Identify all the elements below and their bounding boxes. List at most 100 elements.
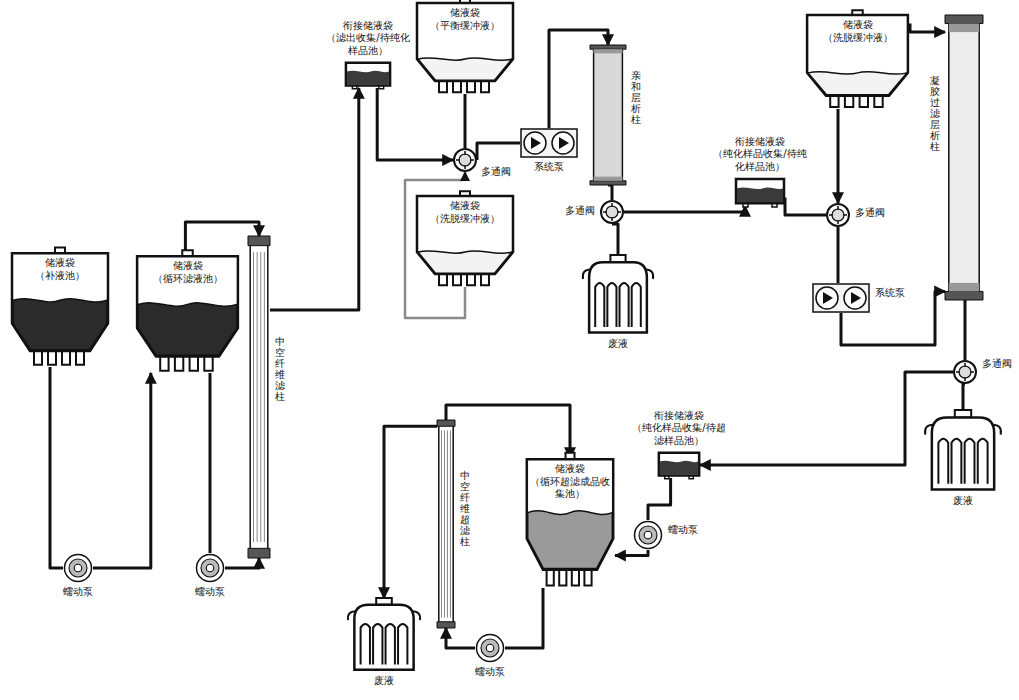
label-box: 储液袋（洗脱缓冲液） <box>805 14 910 44</box>
col-node: 中空纤维超滤柱 <box>437 420 455 628</box>
valve-node: 多通阀 <box>453 148 477 172</box>
label-box: 储液袋（平衡缓冲液） <box>415 2 515 32</box>
node-label: （平衡缓冲液） <box>419 20 511 33</box>
node-label: 衔接储液袋 <box>629 410 729 423</box>
node-label: （循环超滤成品收集池） <box>529 476 611 501</box>
node-label: 蠕动泵 <box>63 586 93 599</box>
waste-node: 废液 <box>922 410 1004 492</box>
label-box: 亲和层析柱 <box>631 70 641 125</box>
label-box: 凝胶过滤层析柱 <box>930 75 940 152</box>
label-box: 中空纤维超滤柱 <box>460 470 470 547</box>
valve-node: 多通阀 <box>600 200 624 224</box>
sbag-outline <box>735 178 785 206</box>
node-label: 蠕动泵 <box>195 586 225 599</box>
flow-line <box>910 24 945 33</box>
sbag-node: 衔接储液袋（滤出收集/待纯化样品池） <box>345 62 391 88</box>
node-label: 储液袋 <box>529 463 611 476</box>
waste-outline <box>345 598 423 672</box>
valve-node: 多通阀 <box>826 203 850 227</box>
valve-outline <box>953 360 977 384</box>
waste-node: 废液 <box>345 598 423 672</box>
bag-node: 储液袋（洗脱缓冲液） <box>415 195 515 287</box>
label-box: 储液袋（洗脱缓冲液） <box>415 195 515 225</box>
flow-line <box>837 109 840 203</box>
node-label: 多通阀 <box>982 358 1012 371</box>
label-box: 衔接储液袋（滤出收集/待纯化样品池） <box>325 20 411 58</box>
bag-node: 储液袋（循环超滤成品收集池） <box>525 458 615 588</box>
flow-line <box>377 88 453 160</box>
flow-line <box>615 550 648 556</box>
node-label: 系统泵 <box>875 287 905 300</box>
col-node: 凝胶过滤层析柱 <box>945 15 983 300</box>
flow-line <box>446 405 570 458</box>
node-label: （循环滤液池） <box>139 273 236 286</box>
label-box: 储液袋（补液池） <box>10 252 110 282</box>
flow-line <box>700 372 953 465</box>
bag-node: 储液袋（洗脱缓冲液） <box>805 14 910 109</box>
flow-line <box>963 384 965 410</box>
node-label: 中空纤维超滤柱 <box>460 470 470 547</box>
flow-line <box>612 224 618 255</box>
flow-line <box>446 628 475 648</box>
node-label: 储液袋 <box>139 260 236 273</box>
label-box: 蠕动泵 <box>62 586 94 599</box>
pump-outline <box>63 553 93 583</box>
node-label: 储液袋 <box>419 200 511 213</box>
pump-node: 蠕动泵 <box>633 520 663 550</box>
bag-outline <box>10 252 110 367</box>
node-label: 蠕动泵 <box>668 524 698 537</box>
flow-line <box>464 94 467 148</box>
node-label: 蠕动泵 <box>475 666 505 679</box>
label-box: 多通阀 <box>981 358 1013 371</box>
waste-node: 废液 <box>580 255 656 335</box>
label-box: 多通阀 <box>854 207 886 220</box>
valve-outline <box>600 200 624 224</box>
label-box: 废液 <box>952 495 974 508</box>
flow-line <box>50 367 63 568</box>
label-box: 衔接储液袋（纯化样品收集/待超滤样品池） <box>629 410 729 448</box>
label-box: 中空纤维滤柱 <box>275 336 285 402</box>
node-label: 凝胶过滤层析柱 <box>930 75 940 152</box>
node-label: 储液袋 <box>419 7 511 20</box>
flow-line <box>209 373 212 553</box>
label-box: 衔接储液袋（纯化样品收集/待纯化样品池） <box>710 136 810 174</box>
label-box: 储液袋（循环超滤成品收集池） <box>525 458 615 501</box>
valve-outline <box>453 148 477 172</box>
node-label: 废液 <box>608 338 628 351</box>
valve-node: 多通阀 <box>953 360 977 384</box>
flow-line <box>964 300 965 360</box>
flow-line <box>624 206 745 212</box>
col-node: 亲和层析柱 <box>590 45 626 185</box>
sbag-outline <box>658 452 700 478</box>
col-outline <box>248 236 270 558</box>
node-label: （洗脱缓冲液） <box>419 213 511 226</box>
node-label: 储液袋 <box>809 19 906 32</box>
node-label: 中空纤维滤柱 <box>275 336 285 402</box>
valve-outline <box>826 203 850 227</box>
label-box: 多通阀 <box>564 205 596 218</box>
col-node: 中空纤维滤柱 <box>248 236 270 558</box>
flow-line <box>505 588 543 648</box>
node-label: 衔接储液袋 <box>325 20 411 33</box>
dpump-outline <box>520 128 578 158</box>
node-label: 废液 <box>953 495 973 508</box>
node-label: （纯化样品收集/待纯化样品池） <box>710 148 810 173</box>
dpump-node: 系统泵 <box>520 128 578 158</box>
node-label: 衔接储液袋 <box>710 136 810 149</box>
node-label: 多通阀 <box>565 205 595 218</box>
label-box: 蠕动泵 <box>474 666 506 679</box>
pump-outline <box>633 520 663 550</box>
bag-node: 储液袋（循环滤液池） <box>135 255 240 373</box>
node-label: 储液袋 <box>14 257 106 270</box>
dpump-node: 系统泵 <box>812 283 870 313</box>
flow-line <box>785 198 826 215</box>
label-box: 废液 <box>607 338 629 351</box>
bag-node: 储液袋（补液池） <box>10 252 110 367</box>
node-label: 系统泵 <box>534 161 564 174</box>
dpump-outline <box>812 283 870 313</box>
col-outline <box>437 420 455 628</box>
pump-outline <box>195 553 225 583</box>
sbag-node: 衔接储液袋（纯化样品收集/待超滤样品池） <box>658 452 700 478</box>
pump-node: 蠕动泵 <box>475 633 505 663</box>
